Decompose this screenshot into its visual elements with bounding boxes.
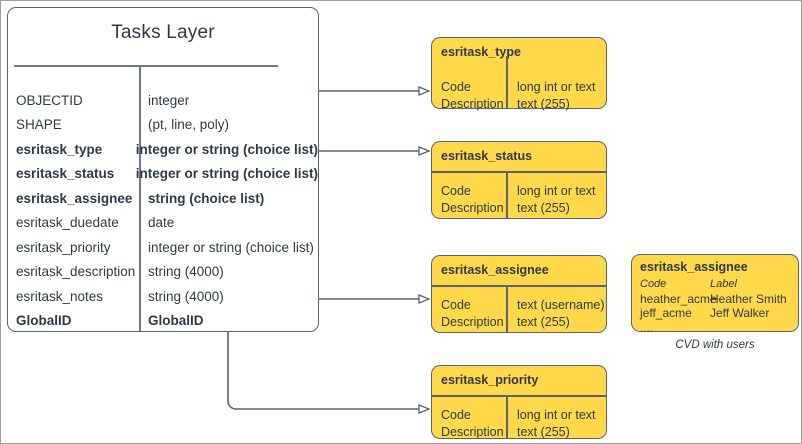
field-row: esritask_description string (4000) [8, 260, 318, 285]
cvd-header: esritask_assignee [640, 260, 748, 274]
field-type: integer or string (choice list) [135, 141, 318, 157]
domain-header: esritask_priority [441, 373, 539, 387]
field-row: esritask_priority integer or string (choi… [8, 235, 318, 260]
domain-box-priority: esritask_priority Code Description long … [431, 365, 607, 439]
field-name: esritask_priority [16, 239, 111, 255]
field-row: esritask_assignee string (choice list) [8, 186, 318, 211]
domain-code-column: Code Description [441, 80, 504, 111]
field-row: GlobalID GlobalID [8, 309, 318, 334]
domain-box-type: esritask_type Code Description long int … [431, 37, 607, 111]
title-divider [14, 65, 278, 67]
domain-header-divider [432, 171, 606, 173]
domain-column-divider [506, 285, 508, 332]
field-name: SHAPE [16, 117, 62, 133]
domain-header: esritask_assignee [441, 263, 549, 277]
field-name: esritask_status [16, 166, 115, 182]
domain-header: esritask_status [441, 149, 533, 163]
field-type: integer or string (choice list) [135, 166, 318, 182]
field-type: string (choice list) [148, 190, 265, 206]
field-type: (pt, line, poly) [148, 117, 230, 133]
field-name: GlobalID [16, 313, 72, 329]
domain-header-divider [432, 285, 606, 287]
field-type: GlobalID [148, 313, 204, 329]
domain-column-divider [506, 395, 508, 438]
domain-header-divider [432, 395, 606, 397]
domain-type-column: long int or text text (255) [517, 408, 596, 439]
field-row: SHAPE (pt, line, poly) [8, 113, 318, 138]
page-title: Tasks Layer [111, 22, 215, 43]
cvd-label-column: Label Heather Smith Jeff Walker [710, 278, 787, 320]
field-row: OBJECTID integer [8, 88, 318, 113]
field-row: esritask_type integer or string (choice l… [8, 137, 318, 162]
domain-code-column: Code Description [441, 298, 504, 329]
domain-column-divider [506, 171, 508, 218]
domain-code-column: Code Description [441, 184, 504, 215]
domain-box-assignee: esritask_assignee Code Description text … [431, 255, 607, 333]
field-type: integer or string (choice list) [148, 239, 314, 255]
cvd-sample-box: esritask_assignee Code heather_acme jeff… [631, 254, 799, 335]
field-type: string (4000) [148, 288, 224, 304]
domain-code-column: Code Description [441, 408, 504, 439]
domain-header: esritask_type [441, 45, 521, 59]
field-name: OBJECTID [16, 92, 83, 108]
field-type: date [148, 215, 175, 231]
cvd-code-column: Code heather_acme jeff_acme .... [640, 278, 717, 335]
field-name: esritask_duedate [16, 215, 119, 231]
field-row: esritask_status integer or string (choice… [8, 162, 318, 187]
field-name: esritask_notes [16, 288, 104, 304]
field-type: integer [148, 92, 190, 108]
column-divider [139, 66, 141, 331]
field-name: esritask_assignee [16, 190, 133, 206]
field-row: esritask_notes string (4000) [8, 284, 318, 309]
domain-column-divider [506, 56, 508, 108]
cvd-caption: CVD with users [675, 339, 755, 351]
field-row: esritask_duedate date [8, 211, 318, 236]
field-name: esritask_type [16, 141, 103, 157]
domain-box-status: esritask_status Code Description long in… [431, 141, 607, 219]
field-type: string (4000) [148, 264, 224, 280]
domain-type-column: long int or text text (255) [517, 184, 596, 215]
domain-type-column: long int or text text (255) [517, 80, 596, 111]
field-name: esritask_description [16, 264, 136, 280]
domain-type-column: text (username) text (255) [517, 298, 605, 329]
